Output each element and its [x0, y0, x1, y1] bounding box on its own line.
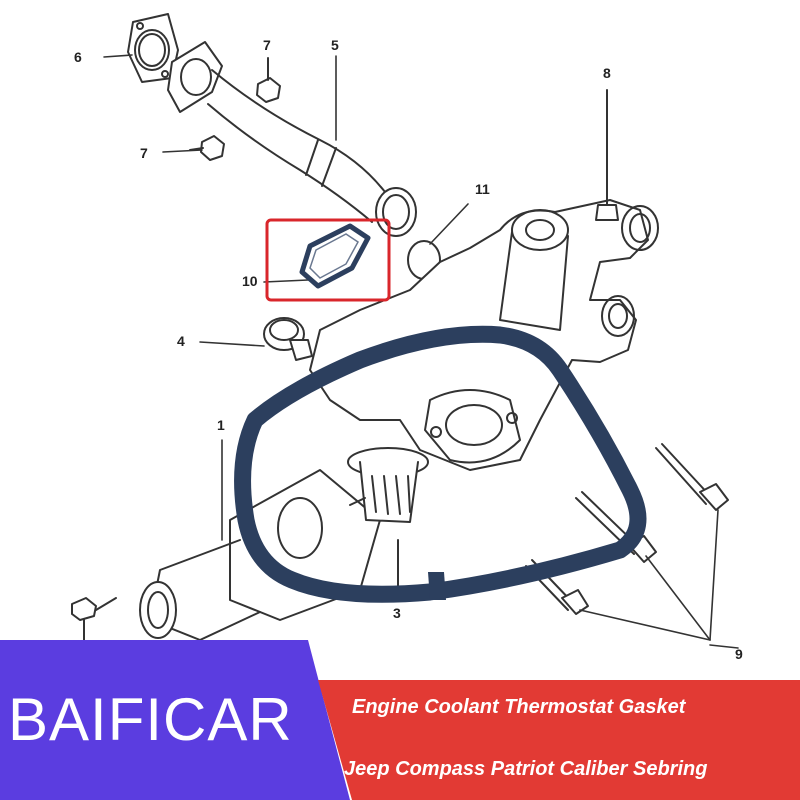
callout-6: 6	[74, 49, 82, 65]
part-7-nut-lower	[189, 135, 225, 161]
part-8-sensor	[595, 89, 619, 221]
part-9-bolt-top	[655, 443, 729, 511]
product-title: Engine Coolant Thermostat Gasket	[352, 696, 686, 718]
large-housing-gasket	[234, 325, 647, 603]
part-4-cap	[263, 317, 313, 361]
title-panel	[318, 680, 800, 800]
leader-lines	[103, 54, 739, 649]
callout-10: 10	[242, 273, 258, 289]
callout-3: 3	[393, 605, 401, 621]
gasket-tab	[428, 572, 446, 600]
callout-7-lower: 7	[140, 145, 148, 161]
highlight-box	[265, 218, 391, 302]
callout-7-upper: 7	[263, 37, 271, 53]
callout-8: 8	[603, 65, 611, 81]
callout-5: 5	[331, 37, 339, 53]
brand-panel	[0, 640, 350, 800]
part-5-coolant-tube	[167, 41, 417, 237]
callout-9: 9	[735, 646, 743, 662]
callout-11: 11	[475, 181, 490, 197]
brand-name: BAIFICAR	[8, 686, 293, 753]
callout-4: 4	[177, 333, 185, 349]
part-1-outlet	[139, 469, 381, 641]
part-7-nut-upper	[256, 57, 281, 103]
vehicle-models: Jeep Compass Patriot Caliber Sebring	[344, 758, 708, 780]
callout-1: 1	[217, 417, 225, 433]
part-10-gasket	[299, 223, 371, 289]
bolt-lower-left	[71, 597, 117, 641]
